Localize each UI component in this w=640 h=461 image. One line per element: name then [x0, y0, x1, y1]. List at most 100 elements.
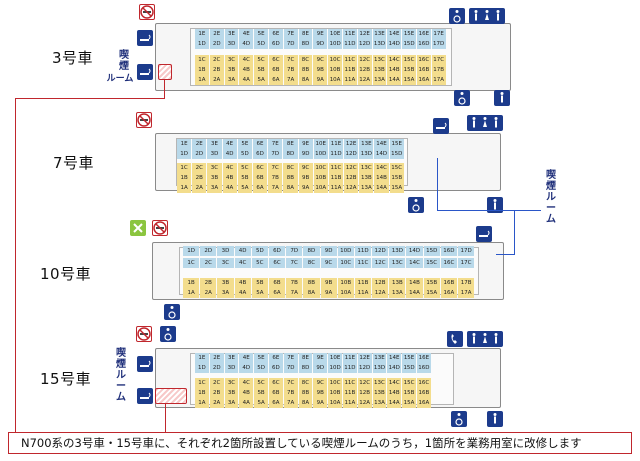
seat[interactable]: 5D	[254, 363, 268, 373]
seat[interactable]: 4A	[239, 398, 254, 408]
seat[interactable]: 6C	[268, 55, 283, 65]
seat[interactable]: 6D	[268, 363, 283, 373]
seat[interactable]: 1D	[177, 149, 192, 159]
seat[interactable]: 5A	[254, 398, 268, 408]
seat[interactable]: 2E	[192, 139, 207, 149]
seat[interactable]: 8B	[283, 173, 298, 183]
seat[interactable]: 11C	[328, 163, 344, 173]
seat[interactable]: 13C	[372, 378, 387, 388]
seat[interactable]: 16B	[416, 388, 431, 398]
seat[interactable]: 10B	[313, 173, 328, 183]
seat[interactable]: 9C	[298, 163, 313, 173]
seat[interactable]: 16C	[416, 55, 431, 65]
seat[interactable]: 7A	[286, 288, 303, 298]
seat[interactable]: 17D	[431, 39, 446, 49]
seat[interactable]: 8E	[283, 139, 298, 149]
seat[interactable]: 11B	[354, 278, 372, 288]
seat[interactable]: 4B	[239, 388, 254, 398]
seat[interactable]: 15D	[402, 39, 416, 49]
seat[interactable]: 12A	[372, 288, 389, 298]
seat[interactable]: 15A	[402, 398, 416, 408]
seat[interactable]: 1B	[195, 388, 209, 398]
seat[interactable]: 6B	[268, 65, 283, 75]
seat[interactable]: 8A	[283, 183, 298, 193]
seat[interactable]: 8E	[298, 353, 313, 363]
seat[interactable]: 11D	[328, 149, 344, 159]
seat[interactable]: 2B	[209, 388, 224, 398]
seat[interactable]: 3C	[224, 55, 239, 65]
seat[interactable]: 12A	[357, 75, 372, 85]
seat[interactable]: 4E	[222, 139, 237, 149]
seat[interactable]: 14A	[387, 75, 402, 85]
seat[interactable]: 2A	[209, 75, 224, 85]
seat[interactable]: 9D	[320, 246, 337, 256]
seat[interactable]: 2E	[209, 29, 224, 39]
seat[interactable]: 11E	[328, 139, 344, 149]
seat[interactable]: 6B	[268, 388, 283, 398]
seat[interactable]: 7C	[283, 378, 298, 388]
seat[interactable]: 14C	[387, 55, 402, 65]
seat[interactable]: 1B	[183, 278, 200, 288]
seat[interactable]: 6B	[252, 173, 268, 183]
seat[interactable]: 4D	[239, 363, 254, 373]
seat[interactable]: 10E	[328, 29, 342, 39]
seat[interactable]: 7B	[286, 278, 303, 288]
seat[interactable]: 4A	[234, 288, 251, 298]
seat[interactable]: 3E	[207, 139, 222, 149]
seat[interactable]: 8A	[298, 398, 313, 408]
seat[interactable]: 3C	[217, 258, 234, 268]
seat[interactable]: 13C	[372, 55, 387, 65]
seat[interactable]: 6A	[252, 183, 268, 193]
seat[interactable]: 15D	[423, 246, 440, 256]
seat[interactable]: 1B	[195, 65, 209, 75]
seat[interactable]: 3A	[224, 398, 239, 408]
seat[interactable]: 15D	[389, 149, 404, 159]
seat[interactable]: 12B	[357, 65, 372, 75]
seat[interactable]: 14E	[387, 353, 402, 363]
seat[interactable]: 11C	[342, 55, 357, 65]
seat[interactable]: 6C	[252, 163, 268, 173]
seat[interactable]: 7B	[283, 388, 298, 398]
seat[interactable]: 13B	[359, 173, 374, 183]
seat[interactable]: 10A	[328, 398, 342, 408]
seat[interactable]: 9D	[298, 149, 313, 159]
seat[interactable]: 8D	[303, 246, 320, 256]
seat[interactable]: 11D	[354, 246, 372, 256]
seat[interactable]: 2C	[209, 378, 224, 388]
seat[interactable]: 2E	[209, 353, 224, 363]
seat[interactable]: 11B	[342, 65, 357, 75]
seat[interactable]: 3B	[207, 173, 222, 183]
seat[interactable]: 4D	[234, 246, 251, 256]
seat[interactable]: 2D	[192, 149, 207, 159]
seat[interactable]: 7A	[283, 398, 298, 408]
seat[interactable]: 4A	[239, 75, 254, 85]
seat[interactable]: 16D	[416, 39, 431, 49]
seat[interactable]: 12C	[357, 55, 372, 65]
seat[interactable]: 5D	[251, 246, 268, 256]
seat[interactable]: 6A	[268, 398, 283, 408]
seat[interactable]: 13D	[372, 363, 387, 373]
seat[interactable]: 2A	[200, 288, 217, 298]
seat[interactable]: 2B	[209, 65, 224, 75]
seat[interactable]: 11A	[328, 183, 344, 193]
seat[interactable]: 2C	[209, 55, 224, 65]
seat[interactable]: 5E	[237, 139, 252, 149]
seat[interactable]: 8D	[298, 39, 313, 49]
seat[interactable]: 6D	[268, 246, 286, 256]
seat[interactable]: 7E	[283, 353, 298, 363]
seat[interactable]: 9D	[313, 363, 328, 373]
seat[interactable]: 15C	[402, 55, 416, 65]
seat[interactable]: 2B	[192, 173, 207, 183]
seat[interactable]: 1C	[195, 378, 209, 388]
seat[interactable]: 6A	[268, 75, 283, 85]
seat[interactable]: 16A	[416, 75, 431, 85]
seat[interactable]: 11E	[342, 353, 357, 363]
seat[interactable]: 14E	[387, 29, 402, 39]
seat[interactable]: 3D	[224, 363, 239, 373]
seat[interactable]: 5B	[254, 65, 268, 75]
seat[interactable]: 11C	[342, 378, 357, 388]
seat[interactable]: 2B	[200, 278, 217, 288]
seat[interactable]: 5B	[251, 278, 268, 288]
seat[interactable]: 4E	[239, 29, 254, 39]
seat[interactable]: 8E	[298, 29, 313, 39]
